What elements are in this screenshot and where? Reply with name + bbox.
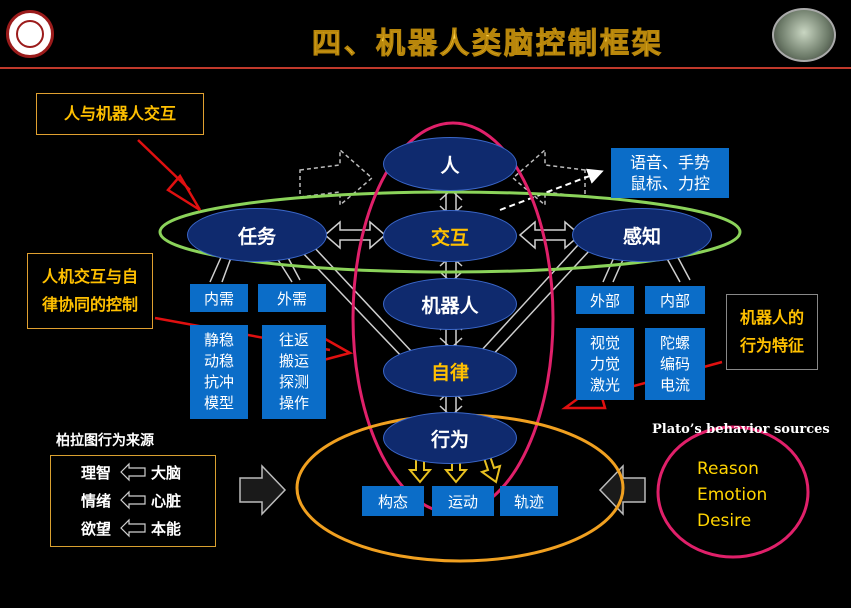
node-robot: 机器人 — [383, 278, 517, 330]
interaction-mode-1: 语音、手势 — [629, 153, 710, 172]
plato-cn-title: 柏拉图行为来源 — [56, 433, 154, 449]
dashed-pointer-arrow — [499, 168, 604, 211]
hrc-label-line1: 人机交互与自 — [41, 267, 138, 286]
traits-label: 机器人的 行为特征 — [726, 294, 818, 370]
perception-internal-items: 陀螺 编码 电流 — [645, 328, 705, 400]
perception-external-items: 视觉 力觉 激光 — [576, 328, 634, 400]
plato-row-right: 本能 — [151, 520, 182, 538]
vertical-arrow-4 — [439, 388, 463, 418]
page-title: 四、机器人类脑控制框架 — [311, 26, 665, 61]
hollow-double-arrow-right — [518, 220, 582, 250]
interaction-mode-2: 鼠标、力控 — [629, 174, 710, 193]
perception-internal: 内部 — [645, 286, 705, 314]
hollow-arrow-right — [239, 464, 287, 516]
vertical-arrow-1 — [439, 188, 463, 218]
red-arrow-hri — [137, 139, 191, 191]
plato-ring — [656, 425, 810, 559]
task-external: 外需 — [258, 284, 326, 312]
plato-cn-box: 理智 大脑 情绪 心脏 欲望 本能 — [50, 455, 216, 547]
output-trajectory: 轨迹 — [500, 486, 558, 516]
green-ring — [158, 190, 742, 274]
perception-external-item: 激光 — [589, 375, 620, 394]
task-external-item: 探测 — [278, 373, 309, 391]
vertical-arrow-3 — [439, 318, 463, 350]
node-autonomy: 自律 — [383, 345, 517, 397]
hollow-double-arrow-left — [323, 220, 387, 250]
hri-label: 人与机器人交互 — [36, 93, 204, 135]
traits-label-line2: 行为特征 — [739, 336, 804, 355]
perception-internal-item: 编码 — [659, 354, 690, 373]
plato-row-left: 欲望 — [81, 520, 112, 538]
task-internal-items: 静稳 动稳 抗冲 模型 — [190, 325, 248, 419]
perception-external: 外部 — [576, 286, 634, 314]
node-task: 任务 — [187, 208, 327, 262]
task-external-items: 往返 搬运 探测 操作 — [262, 325, 326, 419]
plato-row-right: 大脑 — [151, 464, 182, 482]
task-internal-item: 静稳 — [203, 331, 234, 349]
dashed-arrow-right — [511, 148, 586, 207]
hrc-label-line2: 律协同的控制 — [41, 295, 138, 314]
plato-arrows — [120, 462, 146, 538]
traits-label-line1: 机器人的 — [739, 308, 804, 327]
beetle-robot-logo — [772, 8, 836, 62]
perception-internal-item: 陀螺 — [659, 333, 690, 352]
plato-row-left: 理智 — [81, 464, 112, 482]
node-perception: 感知 — [572, 208, 712, 262]
perception-external-item: 视觉 — [589, 333, 620, 352]
perception-internal-item: 电流 — [659, 375, 690, 394]
task-external-item: 搬运 — [278, 352, 309, 370]
node-human: 人 — [383, 137, 517, 191]
output-motion: 运动 — [432, 486, 494, 516]
perception-external-item: 力觉 — [589, 354, 620, 373]
plato-row-right: 心脏 — [151, 492, 182, 510]
node-behavior: 行为 — [383, 412, 517, 464]
university-logo — [6, 10, 54, 58]
plato-en-item: Desire — [697, 511, 752, 531]
dashed-arrow-left — [299, 148, 374, 207]
vertical-arrow-2 — [439, 254, 463, 284]
task-internal: 内需 — [190, 284, 248, 312]
output-configuration: 构态 — [362, 486, 424, 516]
plato-en-title: Plato’s behavior sources — [652, 422, 830, 437]
task-internal-item: 抗冲 — [203, 373, 234, 391]
hrc-label: 人机交互与自 律协同的控制 — [27, 253, 153, 329]
header-divider — [0, 67, 851, 69]
plato-en-item: Reason — [697, 459, 759, 479]
task-external-item: 操作 — [278, 394, 309, 412]
interaction-modes-box: 语音、手势 鼠标、力控 — [611, 148, 729, 198]
task-internal-item: 动稳 — [203, 352, 234, 370]
task-external-item: 往返 — [278, 331, 309, 349]
node-interaction: 交互 — [383, 210, 517, 262]
task-internal-item: 模型 — [203, 394, 234, 412]
plato-row-left: 情绪 — [81, 492, 112, 510]
plato-en-item: Emotion — [697, 485, 768, 505]
